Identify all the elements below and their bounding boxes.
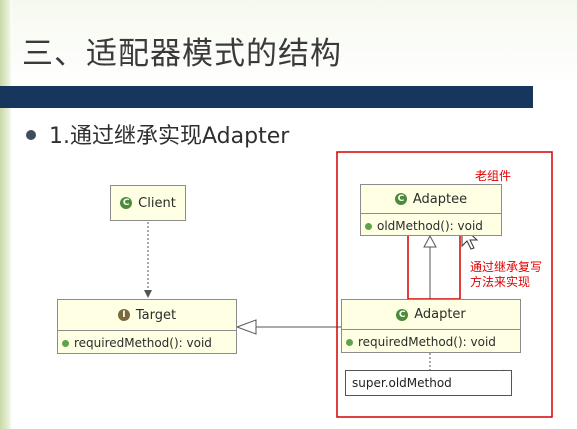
title-background [0,0,577,86]
annotation-old-component: 老组件 [475,169,512,183]
public-method-icon [346,338,353,346]
annotation-override-line1: 通过继承复写 [470,260,543,274]
target-interface[interactable]: I Target requiredMethod(): void [57,299,237,354]
adapter-method-signature: requiredMethod(): void [358,335,496,349]
adaptee-method-signature: oldMethod(): void [377,219,483,233]
adaptee-method: oldMethod(): void [361,216,483,236]
adapter-class-header: C Adapter [342,300,520,330]
target-interface-name: Target [135,307,177,323]
interface-icon: I [117,309,130,321]
adapter-class-name: Adapter [414,307,466,322]
adaptee-class-header: C Adaptee [361,185,501,214]
target-method-signature: requiredMethod(): void [74,336,212,350]
target-method: requiredMethod(): void [58,333,212,353]
generalization-arrowhead-adaptee [423,234,437,248]
generalization-arrowhead-target [235,319,257,335]
adaptee-class-name: Adaptee [412,191,468,207]
adaptee-class[interactable]: C Adaptee oldMethod(): void [360,184,502,236]
bullet-icon [26,130,36,140]
bullet-text: 1.通过继承实现Adapter [49,124,290,149]
red-highlight-inheritance [407,228,461,300]
target-interface-header: I Target [58,300,236,331]
uml-note-text: super.oldMethod [352,376,452,390]
adapter-class[interactable]: C Adapter requiredMethod(): void [341,299,521,353]
class-icon: C [396,308,409,321]
client-class-header: C Client [111,186,185,220]
uml-note[interactable]: super.oldMethod [345,370,512,396]
annotation-override-line2: 方法来实现 [470,275,531,289]
class-icon: C [120,197,133,209]
public-method-icon [62,339,69,347]
class-icon: C [394,193,407,205]
client-class-name: Client [138,195,176,211]
title-divider-bar [0,86,533,108]
red-highlight-frame [336,151,553,418]
public-method-icon [365,222,372,230]
dependency-arrowhead [144,290,152,298]
adapter-method: requiredMethod(): void [342,332,496,352]
slide-title: 三、适配器模式的结构 [22,36,342,72]
client-class[interactable]: C Client [110,185,186,221]
